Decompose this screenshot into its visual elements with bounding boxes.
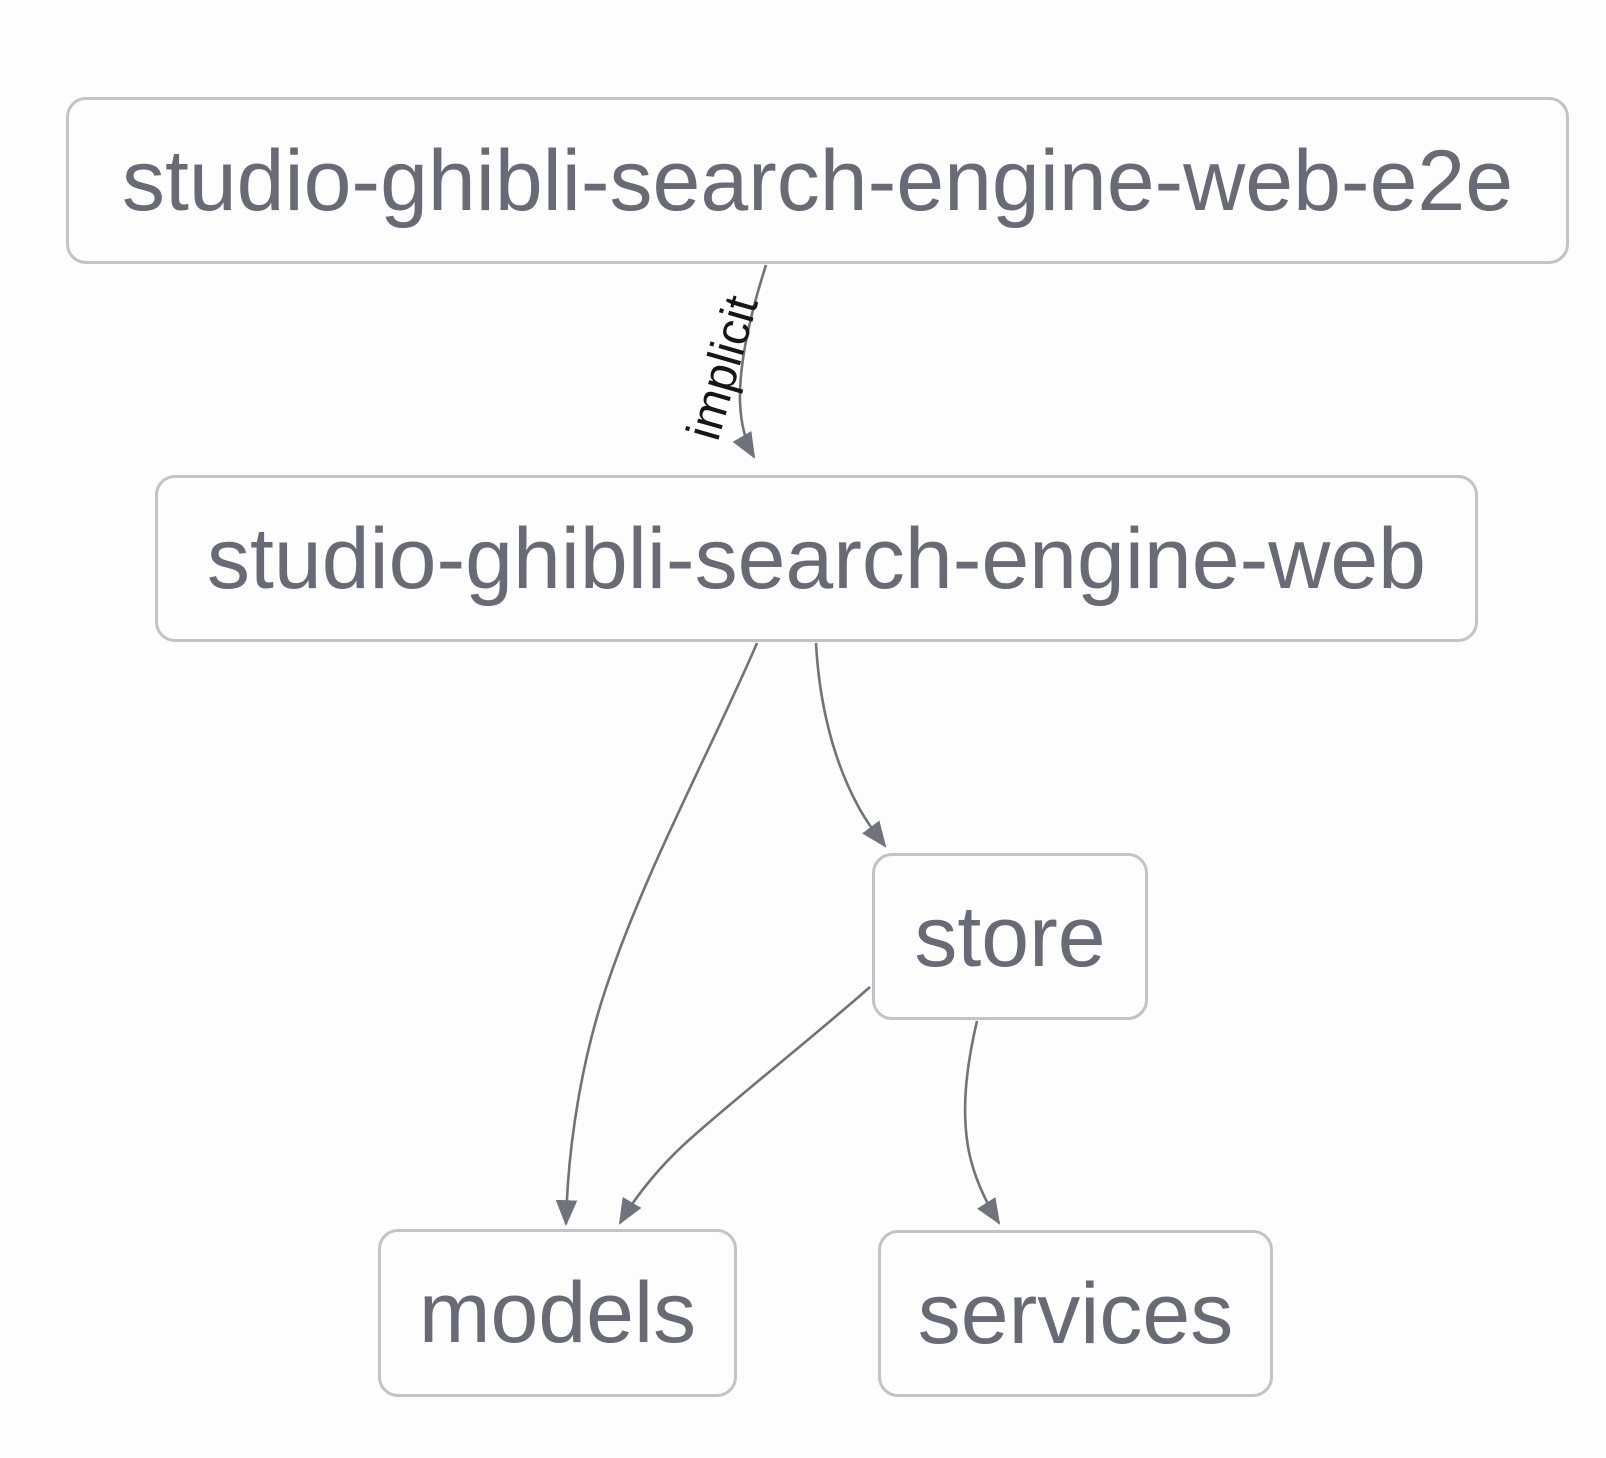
node-models[interactable]: models [378, 1229, 737, 1397]
node-label: models [418, 1265, 697, 1361]
node-label: studio-ghibli-search-engine-web-e2e [121, 132, 1514, 229]
edge-store-to-models [618, 986, 871, 1225]
edge-e2e-to-web [732, 264, 768, 459]
node-label: studio-ghibli-search-engine-web [207, 510, 1426, 607]
node-label: store [914, 888, 1106, 985]
node-label: services [917, 1265, 1234, 1362]
node-studio-ghibli-search-engine-web-e2e[interactable]: studio-ghibli-search-engine-web-e2e [66, 97, 1569, 264]
node-store[interactable]: store [872, 853, 1148, 1020]
edge-web-to-store [814, 642, 887, 848]
edge-web-to-models [555, 642, 759, 1227]
edge-store-to-services [963, 1020, 1001, 1225]
node-services[interactable]: services [878, 1230, 1273, 1397]
node-studio-ghibli-search-engine-web[interactable]: studio-ghibli-search-engine-web [155, 475, 1478, 642]
